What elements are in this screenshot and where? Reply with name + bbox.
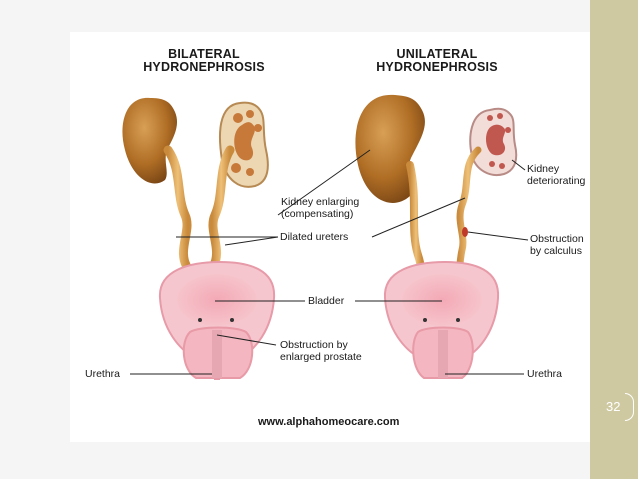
label-urethra-left: Urethra [85, 368, 121, 380]
left-prostate [182, 326, 254, 379]
right-prostate [412, 326, 474, 379]
right-kidney-section [469, 107, 518, 176]
left-kidney-section [219, 101, 269, 188]
leader-kidney-enlarging [277, 149, 371, 216]
unilateral-title-line1: UNILATERAL [396, 47, 478, 61]
label-obstruction-prostate-line2: enlarged prostate [280, 351, 362, 363]
label-kidney-enlarging-line2: (compensating) [281, 208, 354, 220]
label-dilated-ureters: Dilated ureters [280, 231, 349, 243]
label-urethra-right: Urethra [527, 368, 563, 380]
label-obstruction-calculus: Obstruction by calculus [530, 233, 584, 257]
label-kidney-deteriorating-line1: Kidney [527, 163, 560, 175]
leader-prostate [216, 334, 277, 346]
leader-calculus [467, 231, 529, 241]
right-kidney-enlarged [355, 94, 425, 203]
leader-dilated-ureters-left-b [224, 236, 279, 246]
label-kidney-deteriorating: Kidney deteriorating [527, 163, 585, 187]
label-obstruction-prostate: Obstruction by enlarged prostate [280, 339, 362, 363]
label-obstruction-calculus-line1: Obstruction [530, 233, 584, 245]
leader-lines [130, 149, 529, 375]
leader-kidney-deteriorating [511, 159, 526, 171]
label-bladder: Bladder [308, 295, 345, 307]
label-kidney-enlarging: Kidney enlarging (compensating) [281, 196, 359, 220]
website-credit: www.alphahomeocare.com [258, 416, 400, 428]
label-obstruction-calculus-line2: by calculus [530, 245, 582, 257]
calculus-stone [462, 227, 468, 237]
bilateral-title-line2: HYDRONEPHROSIS [143, 60, 265, 74]
unilateral-title: UNILATERAL HYDRONEPHROSIS [362, 48, 512, 74]
label-obstruction-prostate-line1: Obstruction by [280, 339, 348, 351]
unilateral-title-line2: HYDRONEPHROSIS [376, 60, 498, 74]
label-kidney-deteriorating-line2: deteriorating [527, 175, 586, 187]
slide-number: 32 [606, 399, 621, 414]
label-kidney-enlarging-line1: Kidney enlarging [281, 196, 360, 208]
bilateral-title-line1: BILATERAL [168, 47, 240, 61]
bilateral-title: BILATERAL HYDRONEPHROSIS [134, 48, 274, 74]
left-kidney-whole [122, 97, 178, 184]
leader-dilated-ureters-right [371, 197, 466, 238]
